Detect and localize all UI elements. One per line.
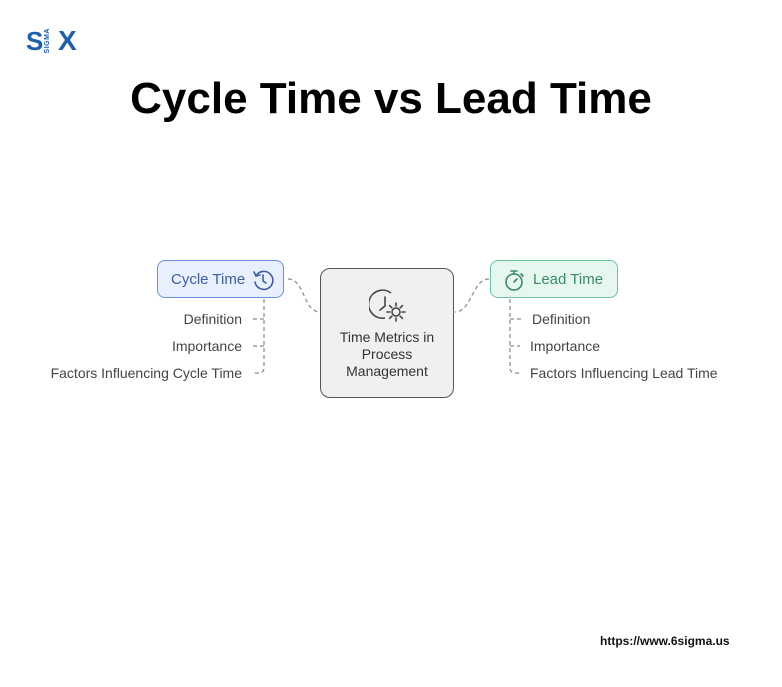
page-title: Cycle Time vs Lead Time <box>130 74 652 123</box>
logo: S SIGMA X <box>26 25 82 57</box>
lead-item-importance: Importance <box>530 338 601 354</box>
cycle-item-definition: Definition <box>183 311 242 327</box>
history-clock-icon <box>253 270 274 291</box>
cycle-item-importance: Importance <box>171 338 242 354</box>
connector-lead-spine <box>509 299 521 374</box>
clock-gear-icon <box>369 289 406 322</box>
footer-url: https://www.6sigma.us <box>600 634 730 648</box>
logo-s: S <box>26 26 44 56</box>
center-node: Time Metrics in Process Management <box>320 268 454 398</box>
cycle-time-node: Cycle Time <box>157 260 284 298</box>
lead-item-factors: Factors Influencing Lead Time <box>530 365 718 381</box>
lead-time-label: Lead Time <box>533 270 604 288</box>
cycle-time-label: Cycle Time <box>171 270 246 288</box>
stopwatch-icon <box>505 270 524 291</box>
lead-time-node: Lead Time <box>490 260 618 298</box>
connector-cycle-spine <box>253 299 265 374</box>
connector-lead-center <box>454 278 490 313</box>
logo-x: X <box>58 25 77 56</box>
cycle-item-factors: Factors Influencing Cycle Time <box>50 365 242 381</box>
connector-cycle-center <box>287 278 321 313</box>
lead-item-definition: Definition <box>532 311 591 327</box>
center-label: Time Metrics in Process Management <box>339 329 435 379</box>
